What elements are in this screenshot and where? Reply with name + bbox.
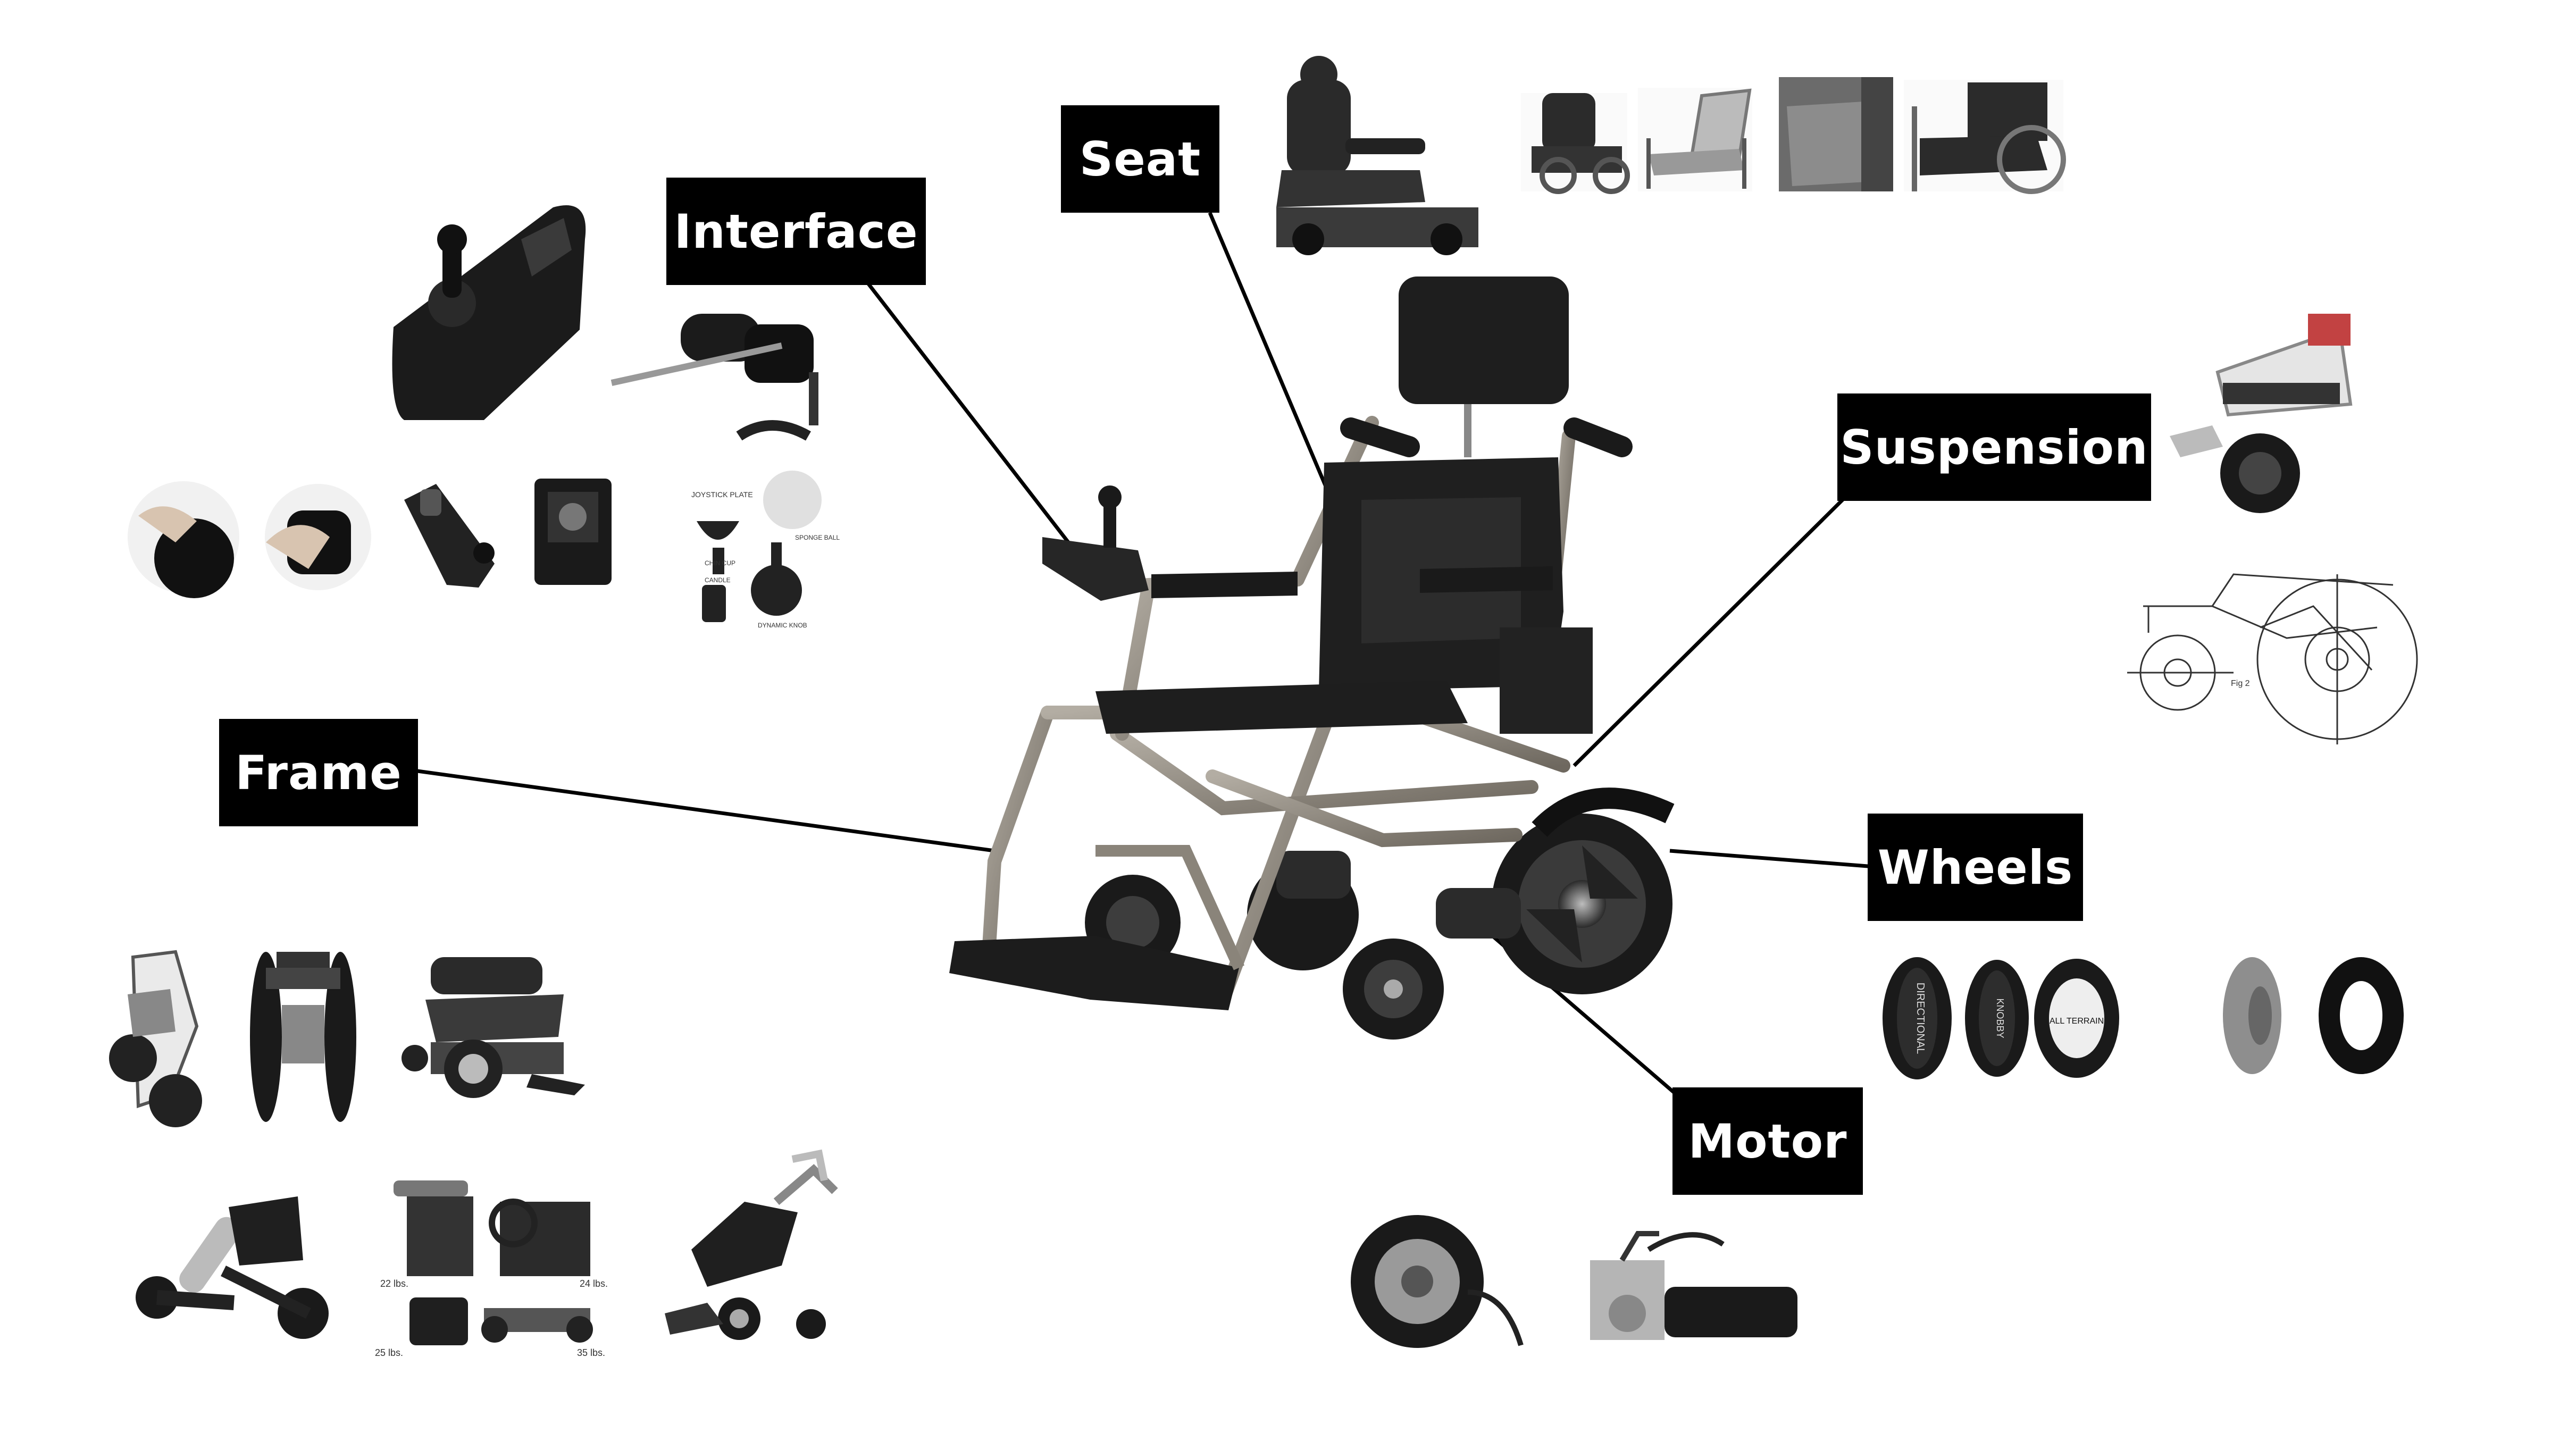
sport-seat-thumb: [1521, 93, 1630, 194]
hand-control-thumb-2: [265, 484, 371, 590]
seat-connector: [1208, 212, 1337, 509]
interface-connector: [865, 280, 1086, 565]
headrest: [1399, 277, 1569, 404]
handlebar-controller-thumb: [610, 314, 818, 441]
scooter-frame-thumb: [136, 1196, 329, 1339]
mini-joystick-thumb: [404, 484, 495, 588]
tablet-controller-thumb: [534, 479, 612, 585]
wheels-connector: [1669, 849, 1875, 869]
hub-motor-thumb: [1351, 1215, 1524, 1348]
joystick-box-thumb: [392, 205, 586, 420]
candle-text: CANDLE: [705, 576, 731, 584]
battery-pack: [1500, 627, 1593, 734]
wheels-examples: DIRECTIONAL KNOBBY ALL TERRAIN: [1883, 957, 2404, 1079]
joystick-plate-text: JOYSTICK PLATE: [691, 490, 753, 499]
solid-tire-black-thumb: [2319, 957, 2404, 1074]
dynamic-knob-text: DYNAMIC KNOB: [758, 622, 807, 629]
tire-all-terrain-thumb: ALL TERRAIN: [2034, 959, 2119, 1078]
label-suspension: Suspension: [1837, 393, 2151, 501]
power-chair-thumb: [402, 957, 585, 1098]
tire-directional-thumb: DIRECTIONAL: [1883, 957, 1952, 1079]
weight-22-text: 22 lbs.: [380, 1278, 408, 1289]
connector-lines: [417, 212, 1875, 1100]
captain-seat-thumb: [1276, 56, 1478, 255]
suspension-connector: [1573, 490, 1852, 767]
tire-directional-text: DIRECTIONAL: [1914, 983, 1926, 1054]
sponge-ball-text: SPONGE BALL: [795, 534, 840, 541]
suspension-patent-drawing-thumb: Fig 2: [2127, 573, 2418, 744]
motor-unit: [1436, 888, 1521, 939]
solid-tire-grey-thumb: [2223, 957, 2281, 1074]
label-seat: Seat: [1061, 105, 1219, 213]
fig-label-text: Fig 2: [2231, 679, 2250, 688]
suspension-examples: Fig 2: [2127, 314, 2418, 744]
gear-motor-thumb: [1590, 1231, 1797, 1340]
suspension-photo-thumb: [2170, 314, 2353, 513]
wheelchair-main-image: [949, 277, 1675, 1040]
weight-35-text: 35 lbs.: [577, 1347, 605, 1358]
seat-examples: [1276, 56, 2066, 255]
chin-cup-text: CHIN CUP: [705, 559, 735, 567]
disassembly-parts-thumb: 22 lbs. 24 lbs. 25 lbs. 35 lbs.: [375, 1180, 608, 1358]
label-frame: Frame: [219, 719, 418, 826]
folding-frame-thumb-2: [250, 952, 356, 1122]
seat-cushion: [1095, 681, 1468, 734]
label-motor: Motor: [1672, 1087, 1863, 1195]
label-interface: Interface: [666, 178, 926, 285]
hand-control-thumb-1: [128, 481, 239, 598]
folding-frame-thumb-1: [109, 950, 202, 1127]
weight-25-text: 25 lbs.: [375, 1347, 403, 1358]
sling-seat-thumb: [1638, 88, 1752, 191]
padded-seat-thumb: [1904, 80, 2066, 194]
motor-examples: [1351, 1215, 1797, 1348]
tire-all-terrain-text: ALL TERRAIN: [2050, 1017, 2104, 1026]
joystick-tops-thumb: JOYSTICK PLATE SPONGE BALL CHIN CUP CAND…: [681, 468, 840, 651]
frame-examples: 22 lbs. 24 lbs. 25 lbs. 35 lbs.: [109, 950, 838, 1358]
label-wheels: Wheels: [1868, 814, 2083, 921]
standing-frame-thumb: [665, 1149, 838, 1340]
tire-knobby-thumb: KNOBBY: [1965, 960, 2029, 1077]
frame-connector: [417, 769, 995, 853]
joystick-controller: [1042, 537, 1149, 601]
cushion-seat-thumb: [1779, 77, 1893, 191]
interface-examples: JOYSTICK PLATE SPONGE BALL CHIN CUP CAND…: [128, 205, 840, 651]
weight-24-text: 24 lbs.: [580, 1278, 608, 1289]
footrest: [949, 936, 1239, 1010]
tire-knobby-text: KNOBBY: [1995, 998, 2005, 1038]
